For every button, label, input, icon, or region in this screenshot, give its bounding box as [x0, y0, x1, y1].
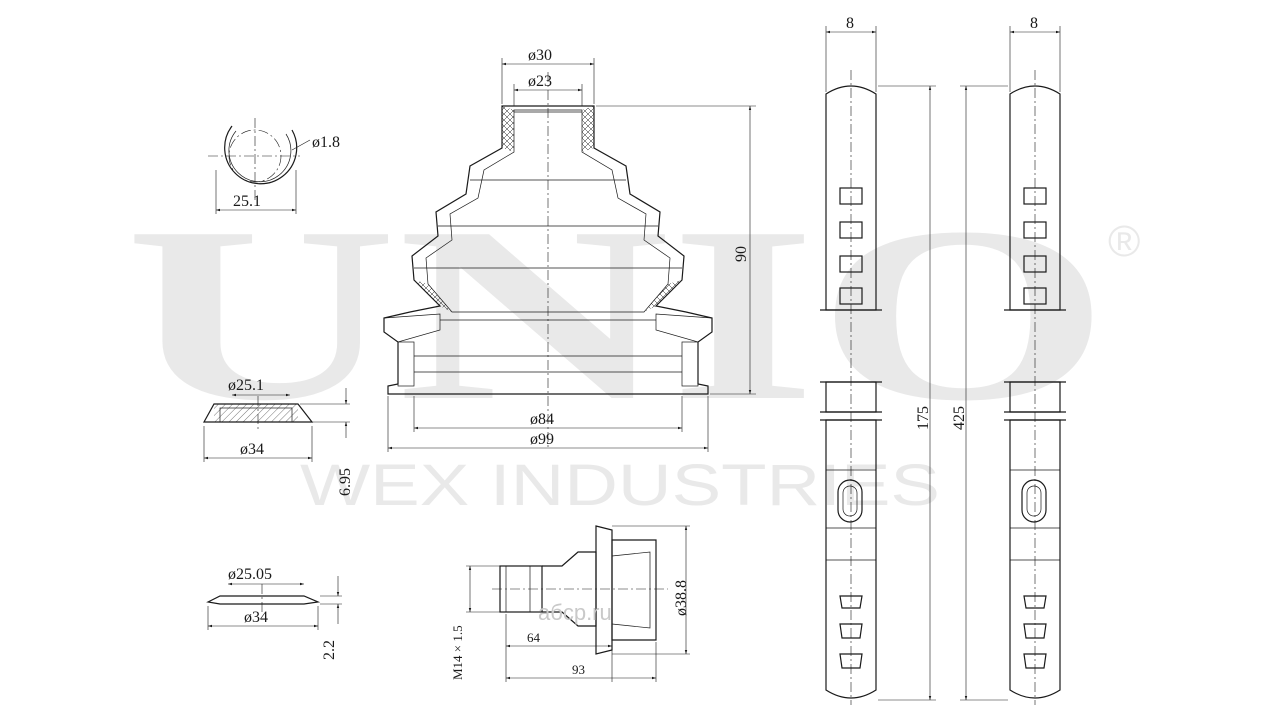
- ring-1-height-label: 6.95: [337, 468, 354, 496]
- ring-1-drawing: ø25.1 ø34 6.95: [202, 377, 354, 496]
- clip-drawing: ø1.8 25.1: [208, 118, 340, 214]
- strap-b-width-label: 8: [1030, 15, 1038, 32]
- clip-wire-diameter-label: ø1.8: [312, 134, 340, 151]
- strap-a-length-label: 175: [915, 406, 932, 430]
- boot-drawing: ø30 ø23 90 ø84 ø99: [383, 47, 756, 452]
- ring-2-inner-diameter-label: ø25.05: [228, 566, 272, 583]
- shaft-length-93-label: 93: [572, 662, 585, 677]
- strap-b-drawing: 8 425: [951, 15, 1066, 705]
- nut-diameter-label: ø38.8: [673, 580, 690, 616]
- watermark-subtitle: WEX INDUSTRIES: [300, 453, 940, 518]
- ring-1-outer-diameter-label: ø34: [240, 441, 264, 458]
- strap-b-length-label: 425: [951, 406, 968, 430]
- source-logo-text: aбcp.ru: [538, 600, 612, 625]
- shaft-length-64-label: 64: [527, 630, 541, 645]
- watermark-registered-mark: ®: [1108, 217, 1140, 266]
- boot-inner-base-diameter-label: ø84: [530, 411, 554, 428]
- clip-outline: [224, 125, 298, 185]
- ring-2-outer-diameter-label: ø34: [244, 609, 268, 626]
- boot-outline: [383, 105, 713, 395]
- thread-size-label: M14 × 1.5: [450, 625, 465, 680]
- boot-height-label: 90: [733, 246, 750, 262]
- boot-outer-base-diameter-label: ø99: [530, 431, 554, 448]
- strap-a-width-label: 8: [846, 15, 854, 32]
- strap-a-drawing: 8 175: [820, 15, 936, 705]
- ring-1-inner-diameter-label: ø25.1: [228, 377, 264, 394]
- watermark: UNIO ® WEX INDUSTRIES: [125, 176, 1140, 518]
- ring-2-drawing: ø25.05 ø34 2.2: [206, 566, 342, 660]
- boot-top-inner-diameter-label: ø23: [528, 73, 552, 90]
- shaft-nut-drawing: M14 × 1.5 ø38.8 64 93: [450, 525, 690, 682]
- ring-2-height-label: 2.2: [321, 640, 338, 660]
- clip-width-label: 25.1: [233, 193, 261, 210]
- source-logo: aбcp.ru: [538, 600, 612, 625]
- boot-top-outer-diameter-label: ø30: [528, 47, 552, 64]
